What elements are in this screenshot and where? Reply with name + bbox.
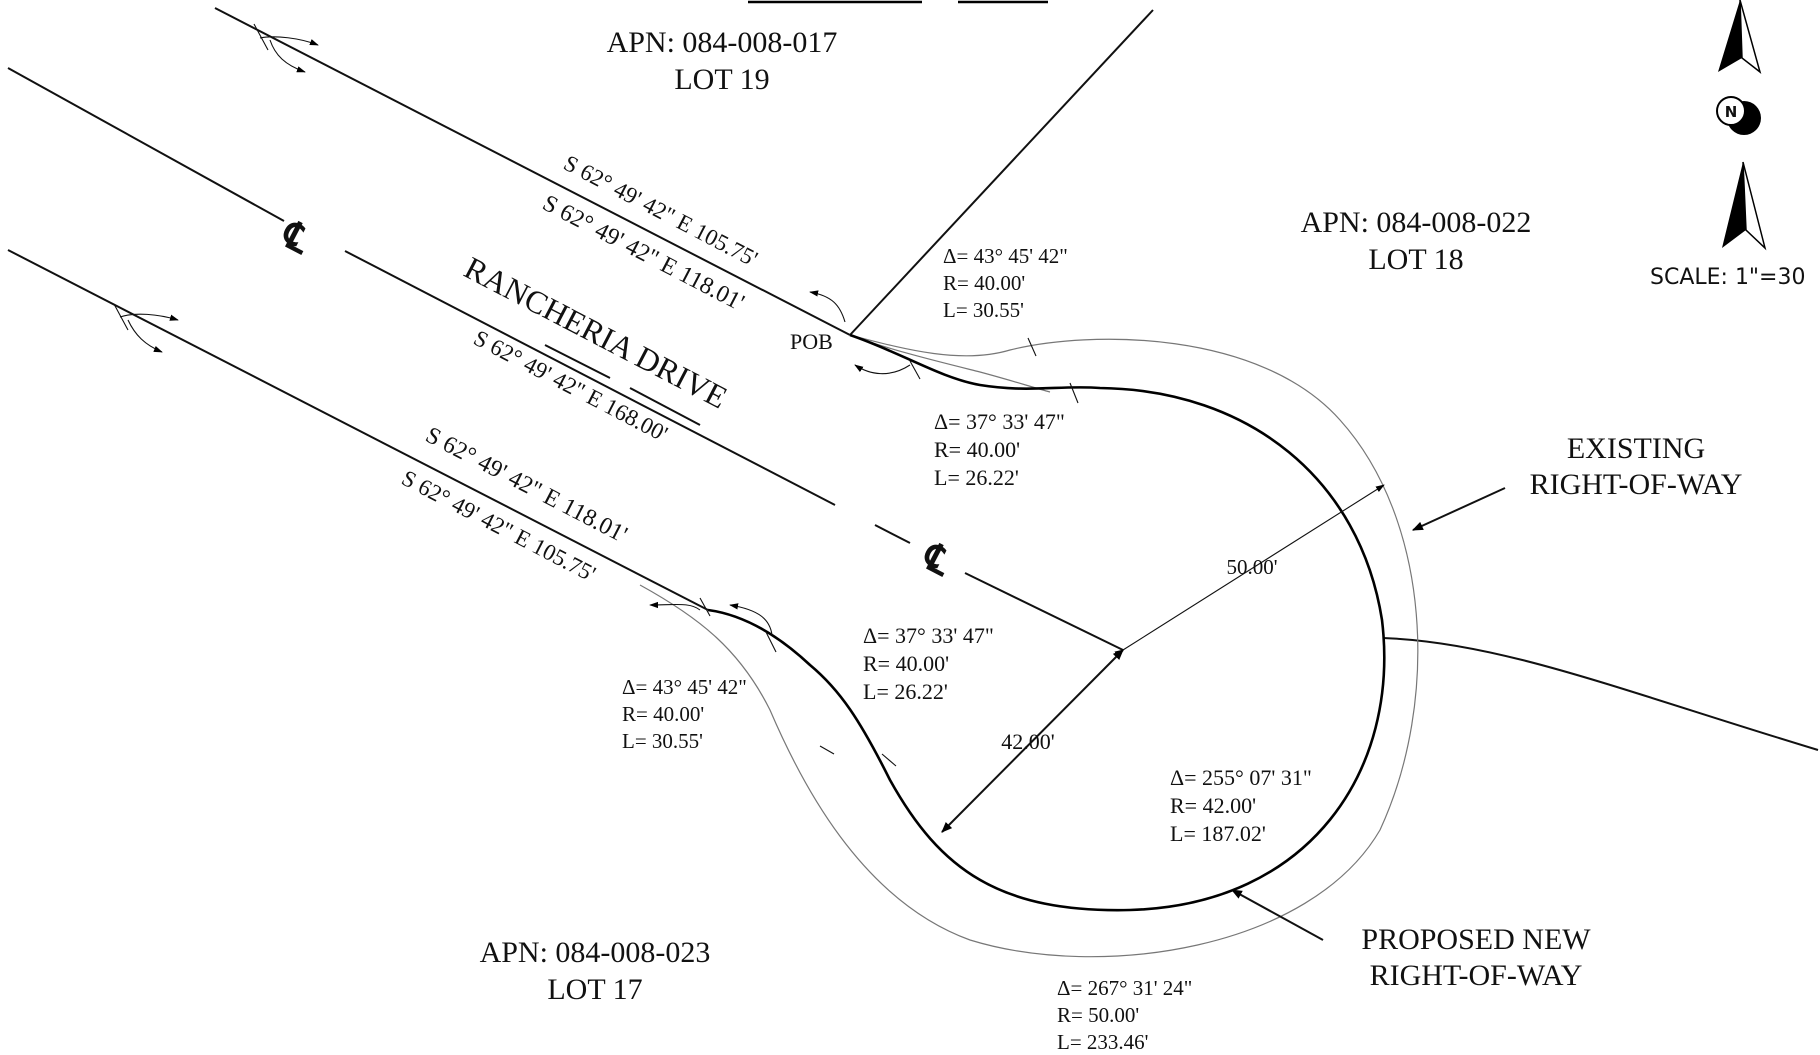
curve-length: L= 233.46' bbox=[1057, 1030, 1148, 1054]
proposed-radius-dimension bbox=[941, 649, 1124, 833]
curve-radius: R= 40.00' bbox=[863, 651, 949, 676]
centerline-icon: ℄ bbox=[274, 213, 317, 263]
curve-data-ne-proposed: Δ= 37° 33' 47" R= 40.00' L= 26.22' bbox=[934, 409, 1065, 490]
pob-label: POB bbox=[790, 329, 833, 354]
curve-radius: R= 50.00' bbox=[1057, 1003, 1139, 1027]
curve-data-sw-proposed: Δ= 37° 33' 47" R= 40.00' L= 26.22' bbox=[863, 623, 994, 704]
north-arrow-icon bbox=[1718, 0, 1762, 74]
curve-radius: R= 40.00' bbox=[934, 437, 1020, 462]
parcel-lot-lot18: LOT 18 bbox=[1368, 243, 1463, 276]
curve-data-sw-existing: Δ= 43° 45' 42" R= 40.00' L= 30.55' bbox=[622, 675, 747, 753]
parcel-apn-lot18: APN: 084-008-022 bbox=[1301, 206, 1532, 239]
parcel-label-lot19: APN: 084-008-017 LOT 19 bbox=[607, 26, 838, 96]
existing-right-of-way-bulb bbox=[639, 334, 1419, 958]
existing-right-of-way-callout: EXISTING RIGHT-OF-WAY bbox=[1530, 432, 1743, 501]
curve-length: L= 30.55' bbox=[622, 729, 703, 753]
curve-delta: Δ= 267° 31' 24" bbox=[1057, 976, 1192, 1000]
centerline-road bbox=[7, 67, 1124, 651]
lot-line-lot18-east bbox=[1382, 637, 1819, 751]
existing-row-leader bbox=[1411, 487, 1506, 531]
proposed-right-of-way-bulb bbox=[707, 333, 1386, 912]
compass-n-icon: N bbox=[1716, 96, 1761, 135]
curve-delta: Δ= 37° 33' 47" bbox=[934, 409, 1065, 434]
curve-arrow-icon bbox=[119, 36, 911, 636]
curve-data-ne-existing: Δ= 43° 45' 42" R= 40.00' L= 30.55' bbox=[943, 244, 1068, 322]
curve-tick-marks bbox=[113, 23, 1079, 767]
curve-radius: R= 40.00' bbox=[622, 702, 704, 726]
existing-radius-label: 50.00' bbox=[1226, 555, 1277, 579]
callout-line1: PROPOSED NEW bbox=[1361, 923, 1591, 956]
south-right-of-way-line bbox=[7, 249, 709, 611]
existing-radius-dimension bbox=[1114, 484, 1385, 657]
callout-line1: EXISTING bbox=[1567, 432, 1705, 465]
curve-radius: R= 42.00' bbox=[1170, 793, 1256, 818]
curve-data-bulb-existing: Δ= 267° 31' 24" R= 50.00' L= 233.46' bbox=[1057, 976, 1192, 1054]
callout-line2: RIGHT-OF-WAY bbox=[1370, 959, 1583, 992]
proposed-radius-label: 42.00' bbox=[1001, 729, 1055, 754]
scale-label: SCALE: 1"=30 bbox=[1650, 265, 1805, 290]
curve-length: L= 26.22' bbox=[934, 465, 1019, 490]
parcel-lot-lot17: LOT 17 bbox=[547, 973, 642, 1006]
north-arrow-icon bbox=[1722, 161, 1767, 251]
centerline-icon: ℄ bbox=[915, 535, 958, 585]
parcel-label-lot18: APN: 084-008-022 LOT 18 bbox=[1301, 206, 1532, 276]
parcel-apn-lot17: APN: 084-008-023 bbox=[480, 936, 711, 969]
curve-delta: Δ= 255° 07' 31" bbox=[1170, 765, 1312, 790]
curve-length: L= 26.22' bbox=[863, 679, 948, 704]
parcel-apn-lot19: APN: 084-008-017 bbox=[607, 26, 838, 59]
curve-length: L= 187.02' bbox=[1170, 821, 1266, 846]
callout-line2: RIGHT-OF-WAY bbox=[1530, 468, 1743, 501]
lot-line-lot19-lot18 bbox=[849, 9, 1154, 336]
curve-radius: R= 40.00' bbox=[943, 271, 1025, 295]
parcel-label-lot17: APN: 084-008-023 LOT 17 bbox=[480, 936, 711, 1006]
curve-data-bulb-proposed: Δ= 255° 07' 31" R= 42.00' L= 187.02' bbox=[1170, 765, 1312, 846]
parcel-lot-lot19: LOT 19 bbox=[674, 63, 769, 96]
curve-delta: Δ= 43° 45' 42" bbox=[943, 244, 1068, 268]
curve-delta: Δ= 43° 45' 42" bbox=[622, 675, 747, 699]
proposed-row-leader bbox=[1231, 889, 1324, 941]
compass-n-letter: N bbox=[1725, 103, 1738, 121]
curve-length: L= 30.55' bbox=[943, 298, 1024, 322]
curve-delta: Δ= 37° 33' 47" bbox=[863, 623, 994, 648]
rancheria-drive-inner-line bbox=[544, 344, 701, 426]
proposed-right-of-way-callout: PROPOSED NEW RIGHT-OF-WAY bbox=[1361, 923, 1591, 992]
north-right-of-way-line bbox=[214, 7, 1051, 393]
